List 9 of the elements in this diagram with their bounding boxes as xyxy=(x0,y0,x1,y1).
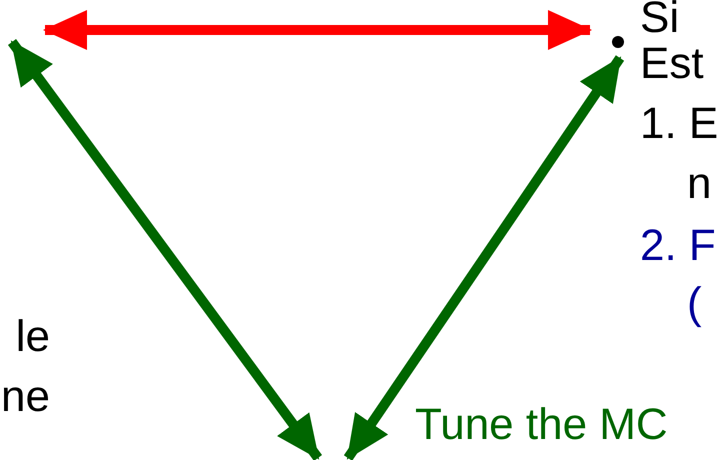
double-arrow xyxy=(344,55,624,460)
text-fragment: n xyxy=(687,158,712,210)
text-fragment: 2. F xyxy=(640,220,716,272)
text-fragment: ( xyxy=(687,278,702,330)
double-arrow xyxy=(8,39,322,460)
text-fragment: Tune the MC xyxy=(415,399,668,451)
text-fragment: 1. E xyxy=(640,98,718,150)
double-arrow xyxy=(43,10,592,50)
text-fragment: le ne xyxy=(0,311,50,423)
